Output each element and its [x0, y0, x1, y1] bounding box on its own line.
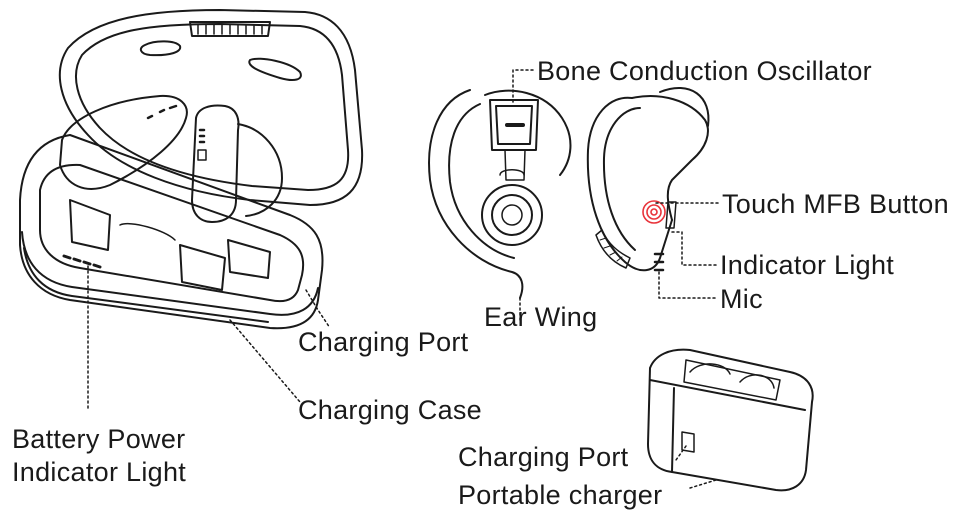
label-touch-mfb-button: Touch MFB Button: [722, 189, 949, 219]
earbud-front-illustration: [428, 89, 572, 299]
label-battery-power-line2: Indicator Light: [12, 457, 187, 487]
label-bone-conduction-oscillator: Bone Conduction Oscillator: [537, 56, 872, 86]
earbud-back-illustration: [586, 87, 710, 272]
portable-charger-illustration: [647, 348, 814, 492]
leader-charging-case: [229, 319, 301, 403]
leader-indicator-light: [671, 231, 719, 266]
label-battery-power-line1: Battery Power: [12, 424, 186, 454]
leader-portable-charger: [689, 479, 717, 489]
label-charging-port-charger: Charging Port: [458, 442, 629, 472]
charging-case-illustration: [19, 9, 364, 330]
leader-charging-port-charger: [675, 445, 687, 461]
fingerprint-icon: [642, 200, 666, 224]
label-charging-case: Charging Case: [298, 395, 483, 425]
leader-mic: [658, 271, 719, 299]
label-charging-port-case: Charging Port: [298, 327, 469, 357]
label-ear-wing: Ear Wing: [484, 302, 598, 332]
label-mic: Mic: [720, 284, 763, 314]
leader-bone-conduction: [512, 69, 536, 103]
label-indicator-light: Indicator Light: [720, 250, 895, 280]
leader-lines: [87, 69, 721, 489]
label-portable-charger: Portable charger: [458, 480, 663, 510]
leader-charging-port-case: [305, 289, 331, 329]
